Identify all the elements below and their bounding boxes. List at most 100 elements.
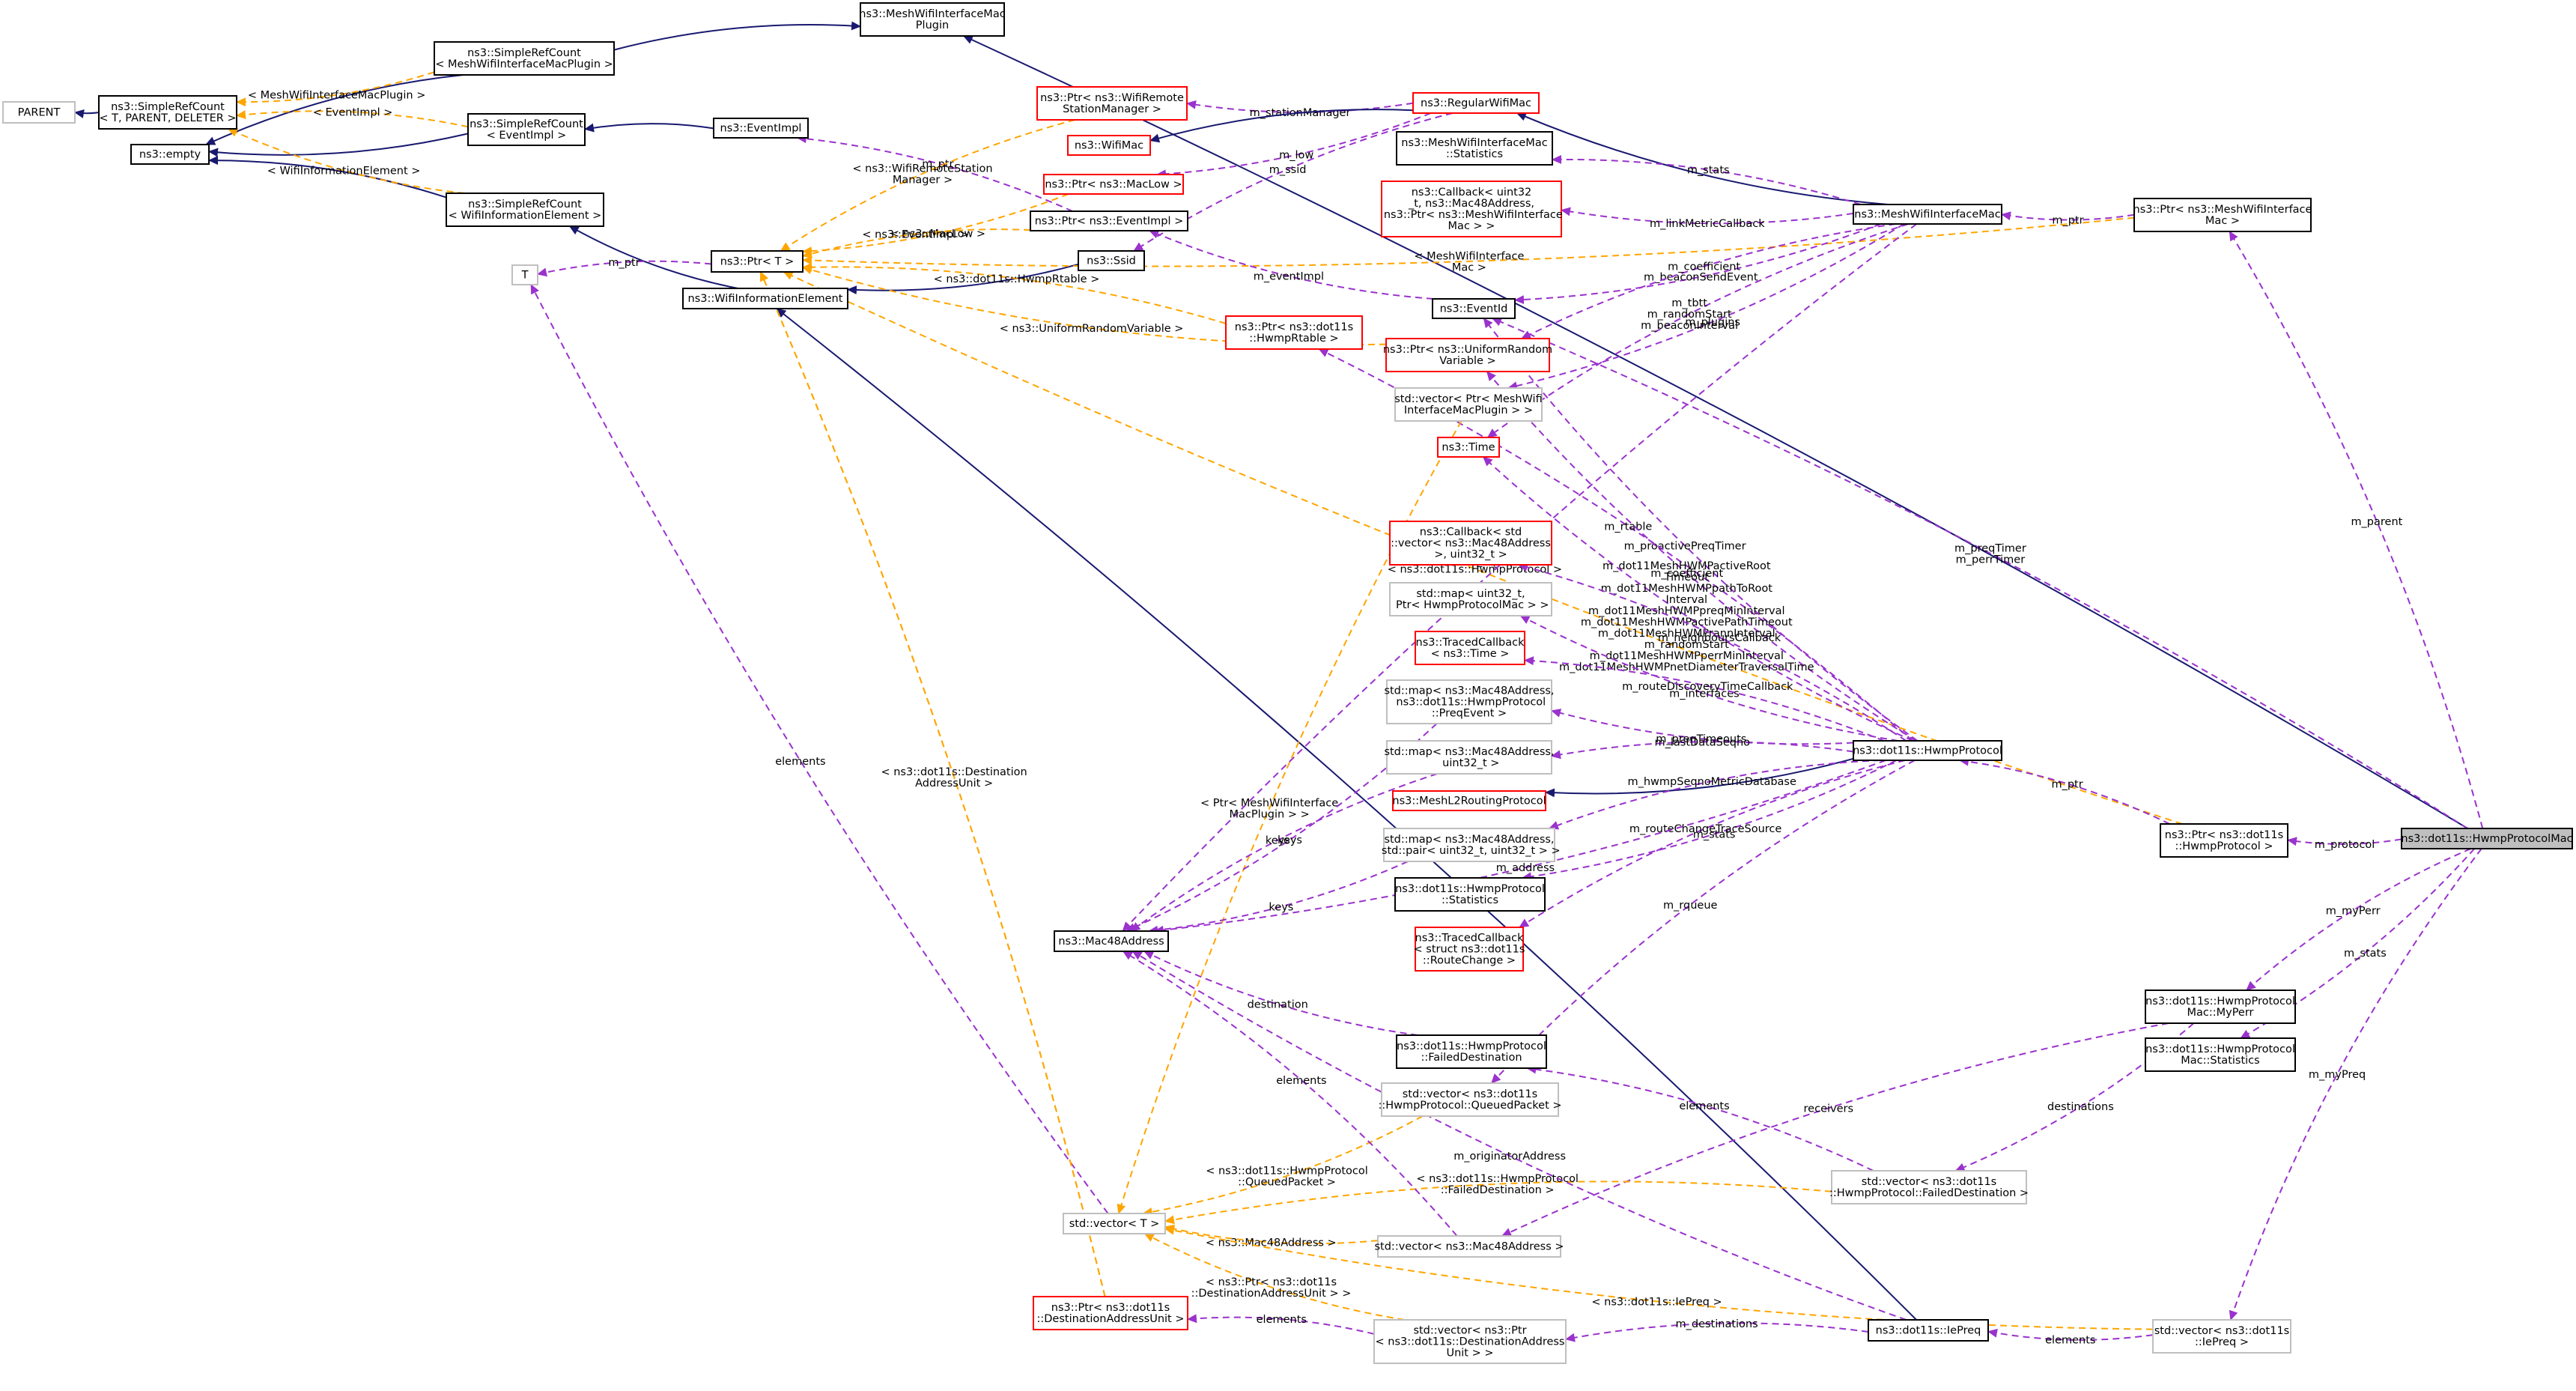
node-vecT[interactable]: std::vector< T > (1063, 1213, 1166, 1234)
node-wie[interactable]: ns3::WifiInformationElement (682, 288, 848, 309)
node-wifimac[interactable]: ns3::WifiMac (1067, 135, 1151, 156)
edge-label-line: < ns3::WifiRemoteStation (852, 163, 992, 175)
node-label: std::vector< ns3::Mac48Address > (1374, 1241, 1564, 1253)
edge-line (1130, 773, 1438, 932)
node-vecmac48[interactable]: std::vector< ns3::Mac48Address > (1374, 1235, 1564, 1258)
edge-label-line: Interval (1666, 594, 1708, 606)
node-failed[interactable]: ns3::dot11s::HwmpProtocol::FailedDestina… (1396, 1034, 1547, 1069)
edge-label-line: m_ssid (1269, 164, 1307, 176)
node-label-line: ::Statistics (1446, 148, 1503, 160)
node-box (1412, 92, 1540, 114)
edge-label-line: < ns3::dot11s::HwmpProtocol (1206, 1165, 1368, 1177)
node-veciepreq[interactable]: std::vector< ns3::dot11s::IePreq > (2152, 1319, 2291, 1354)
edge-srcmacplugin-to-empty (205, 74, 464, 145)
edge-label-line: m_beaconSendEvent (1644, 271, 1758, 283)
node-ptrT[interactable]: ns3::Ptr< T > (711, 250, 804, 273)
edge-label: elements (2045, 1335, 2095, 1347)
node-box (1831, 1170, 2027, 1204)
node-tracedtime[interactable]: ns3::TracedCallback< ns3::Time > (1415, 631, 1525, 665)
node-mappreqevent[interactable]: std::map< ns3::Mac48Address, ns3::dot11s… (1384, 679, 1555, 724)
node-box (1432, 298, 1516, 319)
node-label: ns3::WifiMac (1075, 140, 1143, 152)
node-srcwie[interactable]: ns3::SimpleRefCount< WifiInformationElem… (446, 193, 604, 227)
node-meshl2[interactable]: ns3::MeshL2RoutingProtocol (1392, 790, 1546, 811)
edge-line (1149, 109, 1414, 143)
node-label-line: < ns3::dot11s::DestinationAddress (1376, 1336, 1565, 1348)
node-mapuint32[interactable]: std::map< uint32_t, Ptr< HwmpProtocolMac… (1389, 582, 1552, 616)
node-mac48[interactable]: ns3::Mac48Address (1054, 930, 1169, 952)
node-parent[interactable]: PARENT (2, 101, 76, 124)
node-regularwifimac[interactable]: ns3::RegularWifiMac (1412, 92, 1540, 114)
edge-hwmpprotocolmac-to-wifimacplugin (962, 35, 2468, 829)
edge-line (1164, 1224, 1379, 1245)
edge-iepreq-to-wie (776, 308, 1917, 1321)
node-hpstats[interactable]: ns3::dot11s::HwmpProtocol::Statistics (1394, 877, 1546, 912)
edge-regularwifimac-to-ptrrsm: m_stationManager (1186, 100, 1414, 119)
node-label-line: < struct ns3::dot11s (1414, 944, 1525, 956)
node-ptreventimpl[interactable]: ns3::Ptr< ns3::EventImpl > (1030, 210, 1188, 231)
node-eventimpl[interactable]: ns3::EventImpl (713, 118, 809, 139)
node-mappair[interactable]: std::map< ns3::Mac48Address, std::pair< … (1378, 828, 1561, 862)
edge-eventimpl-to-srceventimpl (584, 123, 714, 133)
node-vecqueued[interactable]: std::vector< ns3::dot11s::HwmpProtocol::… (1378, 1082, 1562, 1117)
edge-line (1526, 1064, 1874, 1172)
edge-label: keys (1278, 834, 1302, 846)
node-srcmacplugin[interactable]: ns3::SimpleRefCount< MeshWifiInterfaceMa… (434, 41, 615, 76)
edge-label: m_hwmpSeqnoMetricDatabase (1627, 776, 1796, 788)
node-ptrhwmprtable[interactable]: ns3::Ptr< ns3::dot11s::HwmpRtable > (1225, 315, 1363, 350)
node-ptrmaclow[interactable]: ns3::Ptr< ns3::MacLow > (1043, 174, 1184, 195)
node-hwmpprotocol[interactable]: ns3::dot11s::HwmpProtocol (1853, 740, 2002, 761)
node-empty[interactable]: ns3::empty (130, 144, 210, 165)
node-mapuint32b[interactable]: std::map< ns3::Mac48Address, uint32_t > (1384, 740, 1555, 775)
edge-hwmpprotocol-to-tracedtime: m_routeDiscoveryTimeCallback (1524, 656, 1885, 742)
edge-label-line: m_randomStart (1647, 309, 1732, 321)
edge-line (1501, 1022, 2169, 1237)
edge-line (2229, 231, 2484, 829)
edge-label: < ns3::dot11s::HwmpRtable > (934, 273, 1100, 285)
node-label-line: std::map< uint32_t, (1416, 588, 1525, 600)
node-iepreq[interactable]: ns3::dot11s::IePreq (1868, 1319, 1989, 1342)
edge-line (208, 156, 447, 199)
node-ptrdau[interactable]: ns3::Ptr< ns3::dot11s::DestinationAddres… (1033, 1296, 1188, 1330)
node-label-line: Mac::Statistics (2181, 1055, 2259, 1067)
node-ssid[interactable]: ns3::Ssid (1078, 250, 1145, 271)
edge-label-line: elements (1679, 1100, 1729, 1112)
node-callbackuint32[interactable]: ns3::Callback< uint32_t, ns3::Mac48Addre… (1380, 181, 1563, 237)
node-box (2133, 198, 2312, 232)
node-hwmpprotocolmac[interactable]: ns3::dot11s::HwmpProtocolMac (2401, 828, 2573, 849)
node-eventid[interactable]: ns3::EventId (1432, 298, 1516, 319)
node-mwimstats[interactable]: ns3::MeshWifiInterfaceMac::Statistics (1396, 131, 1553, 166)
edge-label-line: m_originatorAddress (1453, 1151, 1566, 1163)
node-vecfailed[interactable]: std::vector< ns3::dot11s::HwmpProtocol::… (1829, 1170, 2029, 1204)
edge-vecptrdau-to-vecT: < ns3::Ptr< ns3::dot11s::DestinationAddr… (1143, 1233, 1405, 1321)
node-vecptrdau[interactable]: std::vector< ns3::Ptr< ns3::dot11s::Dest… (1373, 1319, 1567, 1364)
edge-regularwifimac-to-wifimac (1149, 109, 1414, 143)
node-T[interactable]: T (511, 264, 538, 285)
node-label-line: InterfaceMacPlugin > > (1404, 404, 1533, 416)
node-meshwifiinterfacemac[interactable]: ns3::MeshWifiInterfaceMac (1853, 204, 2002, 225)
node-simplerefcount[interactable]: ns3::SimpleRefCount< T, PARENT, DELETER … (98, 95, 237, 130)
node-callbackvec[interactable]: ns3::Callback< std::vector< ns3::Mac48Ad… (1389, 521, 1552, 566)
edge-label-line: m_stats (1687, 165, 1730, 177)
edge-label: < EventImpl > (313, 107, 393, 119)
edge-line (1958, 757, 2170, 825)
node-time[interactable]: ns3::Time (1437, 437, 1500, 458)
edge-simplerefcount-to-parent (74, 109, 100, 118)
edge-line (1987, 1328, 2154, 1341)
node-ptrhwmpprotocol[interactable]: ns3::Ptr< ns3::dot11s::HwmpProtocol > (2160, 823, 2288, 858)
node-label-line: ns3::Ptr< ns3::MacLow > (1045, 179, 1182, 191)
node-srceventimpl[interactable]: ns3::SimpleRefCount< EventImpl > (467, 113, 586, 146)
node-label: ns3::Time (1442, 442, 1495, 454)
node-label-line: Mac::MyPerr (2187, 1007, 2253, 1019)
edge-label: m_ssid (1269, 164, 1307, 176)
node-tracedroute[interactable]: ns3::TracedCallback< struct ns3::dot11s:… (1414, 927, 1525, 972)
